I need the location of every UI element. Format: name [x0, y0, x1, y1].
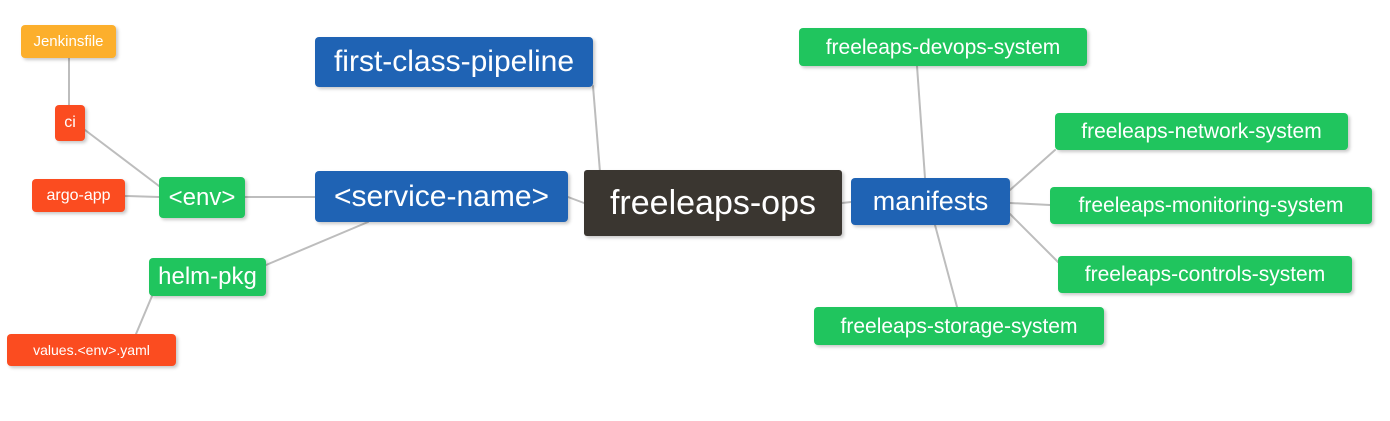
edge-root-to-pipeline — [592, 85, 601, 173]
mindmap-node-label: freeleaps-ops — [609, 184, 816, 222]
mindmap-node-root[interactable]: freeleaps-ops — [584, 170, 842, 236]
mindmap-node-label: <service-name> — [333, 179, 550, 213]
mindmap-node-pipeline[interactable]: first-class-pipeline — [315, 37, 593, 87]
mindmap-node-label: ci — [64, 114, 76, 131]
edge-env-to-argoapp — [124, 195, 160, 198]
edge-manifests-to-storage — [934, 224, 958, 308]
mindmap-node-values[interactable]: values.<env>.yaml — [7, 334, 176, 366]
mindmap-node-label: helm-pkg — [158, 263, 257, 290]
mindmap-node-label: <env> — [168, 183, 236, 211]
mindmap-node-manifests[interactable]: manifests — [851, 178, 1010, 225]
mindmap-node-label: first-class-pipeline — [333, 45, 575, 78]
mindmap-node-label: freeleaps-network-system — [1081, 120, 1322, 143]
mindmap-node-ci[interactable]: ci — [55, 105, 85, 141]
edge-root-to-manifests — [841, 201, 852, 204]
edge-manifests-to-devops — [916, 65, 926, 179]
mindmap-node-devops[interactable]: freeleaps-devops-system — [799, 28, 1087, 66]
mindmap-node-monitoring[interactable]: freeleaps-monitoring-system — [1050, 187, 1372, 224]
edge-helm-to-values — [135, 295, 153, 335]
mindmap-node-label: values.<env>.yaml — [33, 342, 150, 358]
mindmap-node-storage[interactable]: freeleaps-storage-system — [814, 307, 1104, 345]
edge-root-to-service — [567, 196, 585, 204]
mindmap-node-service[interactable]: <service-name> — [315, 171, 568, 222]
mindmap-node-label: manifests — [872, 186, 989, 216]
edge-env-to-ci — [84, 129, 160, 187]
mindmap-node-label: freeleaps-storage-system — [840, 314, 1078, 338]
edge-service-to-helm — [265, 221, 369, 266]
mindmap-node-controls[interactable]: freeleaps-controls-system — [1058, 256, 1352, 293]
edge-manifests-to-monitoring — [1009, 202, 1051, 206]
mindmap-node-jenkinsfile[interactable]: Jenkinsfile — [21, 25, 116, 58]
edge-manifests-to-network — [1009, 149, 1056, 191]
mindmap-node-helm[interactable]: helm-pkg — [149, 258, 266, 296]
mindmap-node-env[interactable]: <env> — [159, 177, 245, 218]
mindmap-node-label: freeleaps-controls-system — [1084, 263, 1326, 286]
mindmap-node-label: Jenkinsfile — [33, 33, 104, 50]
mindmap-node-network[interactable]: freeleaps-network-system — [1055, 113, 1348, 150]
mindmap-node-label: argo-app — [46, 186, 111, 204]
mindmap-node-label: freeleaps-devops-system — [825, 35, 1061, 59]
mindmap-node-label: freeleaps-monitoring-system — [1078, 194, 1344, 217]
mindmap-node-argoapp[interactable]: argo-app — [32, 179, 125, 212]
